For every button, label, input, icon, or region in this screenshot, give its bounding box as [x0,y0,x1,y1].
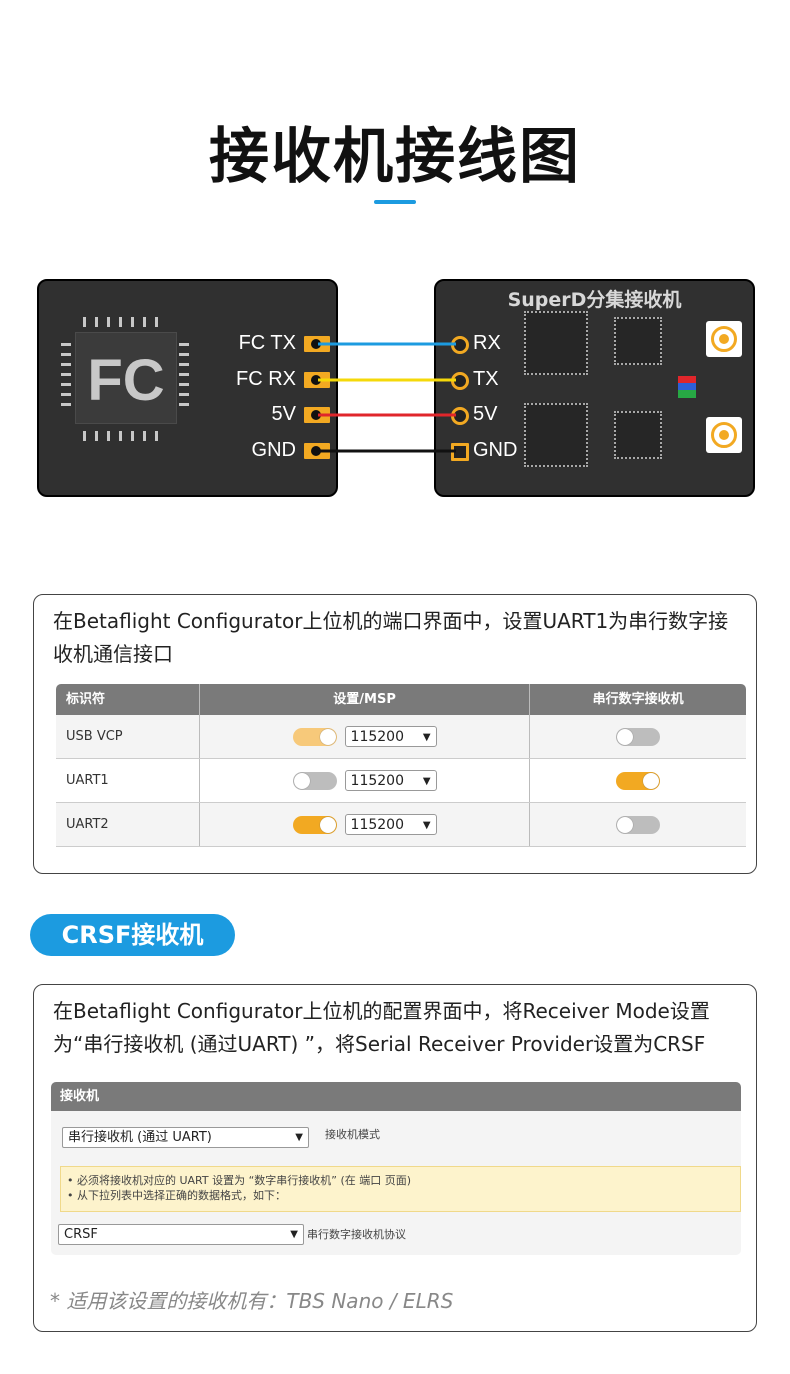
chevron-down-icon: ▼ [422,820,431,831]
rx-pin-tx-label: TX [473,368,499,390]
toggle-knob [617,728,634,745]
baud-select[interactable]: 115200 ▼ [344,770,437,791]
status-led-icon [678,376,696,398]
fc-chip-pins-top [83,317,158,327]
fc-chip: FC [75,332,177,424]
msp-toggle[interactable] [292,815,337,834]
receiver-panel-header: 接收机 [51,1082,741,1111]
serial-rx-toggle[interactable] [616,771,661,790]
receiver-note: • 必须将接收机对应的 UART 设置为 “数字串行接收机” (在 端口 页面)… [60,1166,741,1212]
receiver-board: SuperD分集接收机 RX TX 5V GND [434,279,755,497]
serial-rx-cell [530,715,746,758]
toggle-knob [319,728,336,745]
rx-chip-1 [524,311,588,375]
port-identifier: USB VCP [56,715,200,758]
chevron-down-icon: ▼ [422,732,431,743]
header-serial-rx: 串行数字接收机 [592,692,684,707]
fc-pad-5v [304,407,330,423]
chevron-down-icon: ▼ [422,776,431,787]
chevron-down-icon: ▼ [295,1132,303,1143]
fc-pad-gnd [304,443,330,459]
rx-chip-4 [614,411,662,459]
rx-chip-3 [614,317,662,365]
receiver-mode-value: 串行接收机 (通过 UART) [68,1130,212,1145]
fc-chip-pins-right [179,343,189,406]
rx-chip-2 [524,403,588,467]
fc-pin-gnd-label: GND [251,439,296,461]
baud-select[interactable]: 115200 ▼ [344,726,437,747]
serial-rx-toggle[interactable] [616,815,661,834]
table-row: USB VCP 115200 ▼ [56,715,746,759]
antenna-connector-icon [706,321,742,357]
msp-toggle[interactable] [292,771,337,790]
toggle-knob [617,816,634,833]
header-identifier: 标识符 [56,684,200,715]
fc-pad-tx [304,336,330,352]
fc-chip-label: FC [87,348,165,413]
fc-pin-rx-label: FC RX [236,368,296,390]
baud-select[interactable]: 115200 ▼ [344,814,437,835]
msp-cell: 115200 ▼ [200,759,531,802]
toggle-knob [643,772,660,789]
msp-toggle[interactable] [292,727,337,746]
toggle-knob [293,772,310,789]
msp-cell: 115200 ▼ [200,715,531,758]
rx-pin-rx-label: RX [473,332,501,354]
fc-pin-5v-label: 5V [271,403,296,425]
msp-cell: 115200 ▼ [200,803,531,846]
toggle-knob [319,816,336,833]
provider-select[interactable]: CRSF ▼ [58,1224,304,1245]
title-underline [374,200,416,204]
receiver-mode-label: 接收机模式 [325,1128,380,1141]
ports-table-header: 标识符 设置/MSP 串行数字接收机 [56,684,746,715]
fc-chip-pins-left [61,343,71,406]
note-line: • 从下拉列表中选择正确的数据格式，如下： [67,1189,286,1202]
header-msp: 设置/MSP [200,684,531,715]
antenna-connector-icon [706,417,742,453]
receiver-panel: 接收机 串行接收机 (通过 UART) ▼ 接收机模式 • 必须将接收机对应的 … [51,1082,741,1255]
receiver-instruction-text: 在Betaflight Configurator上位机的配置界面中，将Recei… [53,999,710,1056]
provider-label: 串行数字接收机协议 [307,1228,406,1241]
port-identifier: UART2 [56,803,200,846]
rx-pin-gnd-label: GND [473,439,518,461]
receiver-mode-select[interactable]: 串行接收机 (通过 UART) ▼ [62,1127,309,1148]
ports-instruction-text: 在Betaflight Configurator上位机的端口界面中，设置UART… [53,609,729,666]
chevron-down-icon: ▼ [290,1229,298,1240]
table-row: UART2 115200 ▼ [56,803,746,847]
serial-rx-cell [530,803,746,846]
ports-instruction-card: 在Betaflight Configurator上位机的端口界面中，设置UART… [33,594,757,874]
fc-board: FC FC TX FC RX 5V GND [37,279,338,497]
fc-chip-pins-bottom [83,431,158,441]
rx-pin-5v-label: 5V [473,403,498,425]
port-identifier: UART1 [56,759,200,802]
ports-table: 标识符 设置/MSP 串行数字接收机 USB VCP 115200 ▼ UART1 11… [56,684,746,847]
page-title: 接收机接线图 [209,122,581,192]
serial-rx-cell [530,759,746,802]
fc-pad-rx [304,372,330,388]
crsf-badge: CRSF接收机 [30,914,235,956]
footnote: * 适用该设置的接收机有：TBS Nano / ELRS [50,1289,454,1313]
baud-value: 115200 [350,729,404,745]
fc-pin-tx-label: FC TX [238,332,296,354]
receiver-config-card: 在Betaflight Configurator上位机的配置界面中，将Recei… [33,984,757,1332]
baud-value: 115200 [350,773,404,789]
note-line: • 必须将接收机对应的 UART 设置为 “数字串行接收机” (在 端口 页面) [67,1174,412,1187]
receiver-title: SuperD分集接收机 [507,289,682,311]
serial-rx-toggle[interactable] [616,727,661,746]
table-row: UART1 115200 ▼ [56,759,746,803]
baud-value: 115200 [350,817,404,833]
provider-value: CRSF [64,1227,98,1242]
wiring-lines [318,342,456,453]
